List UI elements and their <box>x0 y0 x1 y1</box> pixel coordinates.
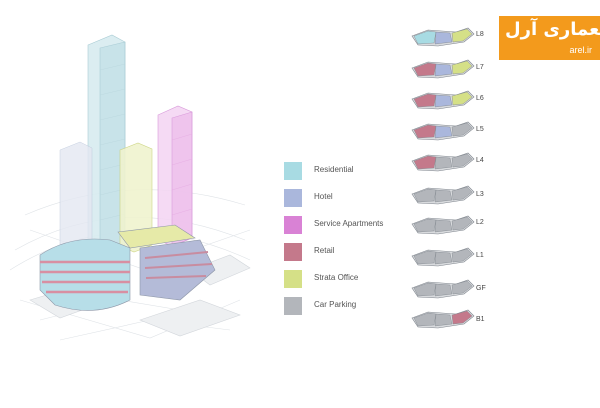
floor-plate <box>411 185 475 205</box>
floor-label-l2: L2 <box>476 219 484 226</box>
floor-plate <box>411 90 475 110</box>
legend-label: Car Parking <box>314 300 357 309</box>
floor-plate <box>411 309 475 329</box>
legend-item-hotel: Hotel <box>284 189 404 207</box>
swatch <box>284 297 302 315</box>
floor-label-l6: L6 <box>476 95 484 102</box>
floor-label-l7: L7 <box>476 64 484 71</box>
legend-label: Service Apartments <box>314 219 384 228</box>
swatch <box>284 162 302 180</box>
legend-label: Strata Office <box>314 273 359 282</box>
floor-label-b1: B1 <box>476 316 485 323</box>
floor-plate <box>411 279 475 299</box>
site-logo: معماری آرل arel.ir <box>499 16 600 60</box>
floor-plate <box>411 121 475 141</box>
swatch <box>284 189 302 207</box>
legend-item-residential: Residential <box>284 162 404 180</box>
swatch <box>284 270 302 288</box>
floor-plate <box>411 215 475 235</box>
floor-label-l8: L8 <box>476 31 484 38</box>
podium <box>39 224 216 311</box>
legend-label: Residential <box>314 165 354 174</box>
floor-plate <box>411 152 475 172</box>
legend-item-car-parking: Car Parking <box>284 297 404 315</box>
legend-item-service-apartments: Service Apartments <box>284 216 404 234</box>
floor-plate <box>411 247 475 267</box>
logo-text: معماری آرل <box>505 19 600 40</box>
swatch <box>284 216 302 234</box>
tall-tower <box>87 34 126 271</box>
floor-label-l3: L3 <box>476 191 484 198</box>
legend-item-strata-office: Strata Office <box>284 270 404 288</box>
logo-url: arel.ir <box>569 45 592 55</box>
legend-label: Hotel <box>314 192 333 201</box>
floor-label-l4: L4 <box>476 157 484 164</box>
floor-label-l1: L1 <box>476 252 484 259</box>
building-axonometric-view <box>9 34 251 341</box>
floor-label-l5: L5 <box>476 126 484 133</box>
legend-item-retail: Retail <box>284 243 404 261</box>
floor-label-gf: GF <box>476 285 486 292</box>
floor-plate <box>411 59 475 79</box>
floor-plates <box>411 27 475 329</box>
legend-label: Retail <box>314 246 335 255</box>
service-apartment-tower <box>157 105 193 247</box>
swatch <box>284 243 302 261</box>
floor-plate <box>411 27 475 47</box>
